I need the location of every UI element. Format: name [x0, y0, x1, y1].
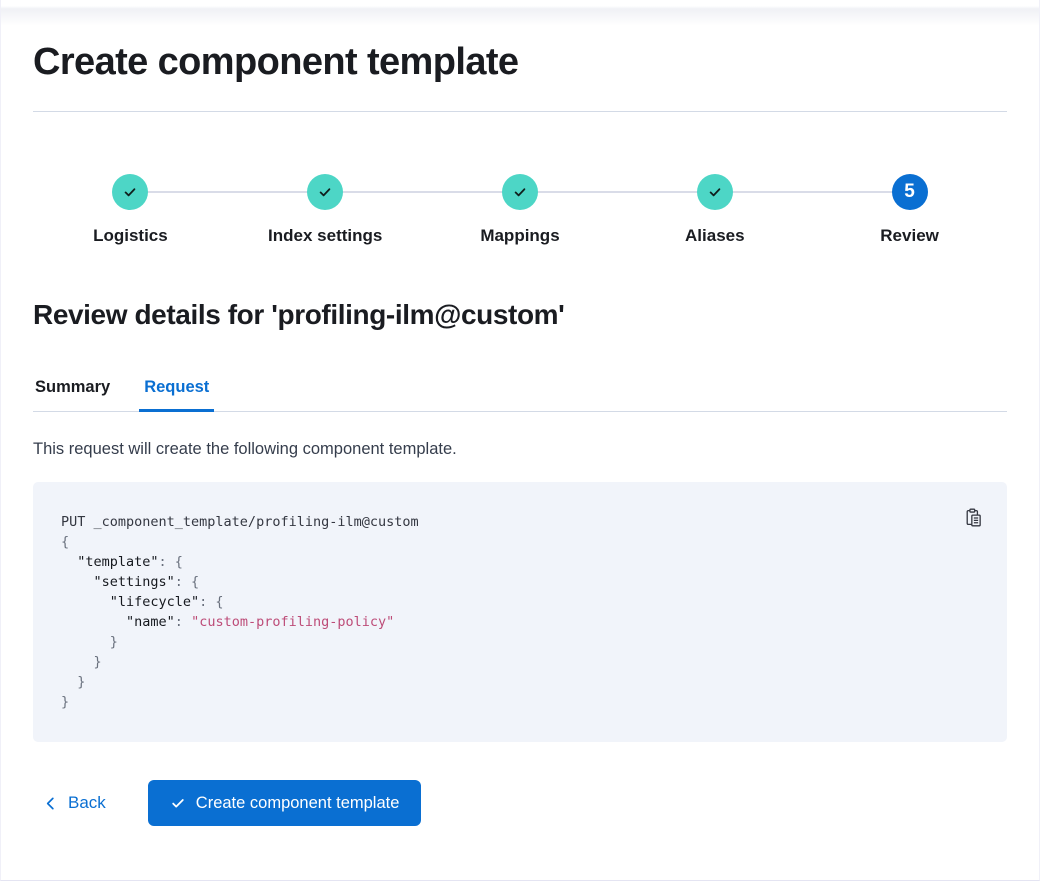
copy-button[interactable]: [960, 504, 987, 531]
step-circle-complete: [696, 174, 733, 210]
step-logistics[interactable]: Logistics: [33, 174, 228, 246]
check-icon: [709, 188, 721, 197]
check-icon: [172, 799, 184, 808]
step-circle-complete: [501, 174, 538, 210]
code-block-content: PUT _component_template/profiling-ilm@cu…: [61, 514, 419, 710]
top-edge-shadow: [1, 0, 1039, 26]
title-divider: [33, 111, 1007, 112]
step-label: Mappings: [480, 226, 560, 245]
create-component-template-button[interactable]: Create component template: [147, 780, 422, 826]
step-index-settings[interactable]: Index settings: [228, 174, 423, 246]
request-code-panel: PUT _component_template/profiling-ilm@cu…: [33, 482, 1007, 742]
step-mappings[interactable]: Mappings: [423, 174, 618, 246]
tab-request[interactable]: Request: [139, 368, 215, 412]
create-button-label: Create component template: [195, 793, 400, 812]
wizard-step-indicator: Logistics Index settings Mappings Aliase…: [33, 174, 1007, 246]
page-title: Create component template: [33, 41, 519, 83]
check-icon: [319, 188, 331, 197]
step-circle-current: 5: [891, 174, 928, 210]
back-button[interactable]: Back: [33, 785, 116, 821]
review-tabs: Summary Request: [33, 368, 1007, 412]
review-heading: Review details for 'profiling-ilm@custom…: [33, 299, 565, 330]
step-aliases[interactable]: Aliases: [617, 174, 812, 246]
step-label: Logistics: [93, 226, 168, 245]
page-content: Create component template Logistics Inde…: [1, 38, 1039, 826]
back-button-label: Back: [68, 793, 106, 812]
step-circle-complete: [112, 174, 149, 210]
step-label: Review: [880, 226, 939, 245]
step-label: Index settings: [268, 226, 383, 245]
wizard-footer: Back Create component template: [33, 780, 1007, 826]
copy-clipboard-icon: [966, 508, 981, 527]
chevron-left-icon: [46, 797, 54, 809]
step-label: Aliases: [685, 226, 745, 245]
check-icon: [125, 188, 136, 197]
step-number: 5: [904, 181, 915, 202]
check-icon: [514, 188, 526, 197]
request-description: This request will create the following c…: [33, 440, 457, 458]
tab-summary[interactable]: Summary: [33, 368, 112, 411]
step-circle-complete: [307, 174, 344, 210]
step-review[interactable]: 5 Review: [812, 174, 1007, 246]
